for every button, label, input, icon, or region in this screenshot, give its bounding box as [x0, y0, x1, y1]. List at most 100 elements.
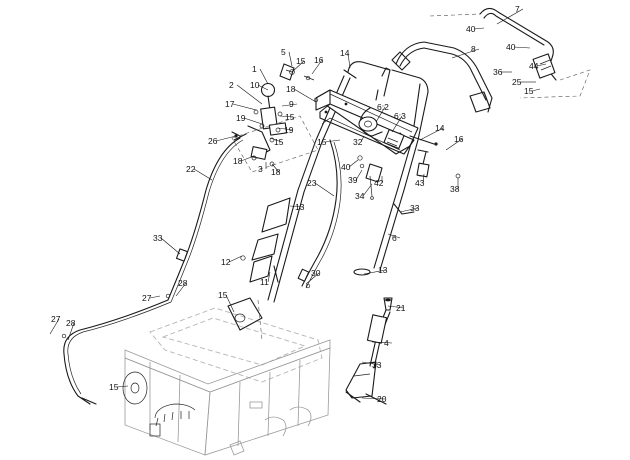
callout-label-c19b: 19	[284, 125, 294, 135]
callout-label-c40c: 40	[341, 162, 351, 172]
callout-label-c18a: 18	[286, 84, 296, 94]
callout-label-c21: 21	[396, 303, 406, 313]
callout-leader-c14a	[347, 52, 351, 69]
callout-leader-c5	[288, 51, 293, 67]
callout-label-c40a: 40	[466, 24, 476, 34]
callout-leader-c18a	[293, 88, 317, 103]
callout-leader-c21	[387, 305, 405, 309]
callout-label-c13b: 13	[378, 265, 388, 275]
callout-label-c15g: 15	[109, 382, 119, 392]
callout-leader-c15f	[225, 294, 235, 313]
callout-leader-c17	[232, 103, 257, 111]
callout-leader-c40c	[348, 159, 359, 168]
callout-label-c15c: 15	[285, 112, 295, 122]
callout-label-c2: 2	[229, 80, 234, 90]
callout-label-c27b: 27	[51, 314, 61, 324]
callout-label-c42: 42	[374, 178, 384, 188]
callout-leader-c14b	[419, 127, 444, 141]
callout-label-c12: 12	[221, 257, 231, 267]
callout-label-c33a: 33	[410, 203, 420, 213]
callout-leader-c26	[215, 135, 237, 142]
callout-leader-c28b	[67, 322, 75, 341]
callout-leader-c12	[228, 255, 243, 263]
callout-leader-c18b	[240, 155, 255, 162]
callout-leader-c27a	[149, 295, 161, 299]
callout-leader-c16a	[311, 59, 323, 75]
lower-left-tube	[227, 189, 305, 341]
mid-handle-8	[391, 41, 493, 113]
callout-label-c15d: 15	[274, 137, 284, 147]
callout-leader-c30	[305, 272, 320, 285]
callout-label-c19a: 19	[236, 113, 246, 123]
callout-label-c33c: 33	[372, 360, 382, 370]
callout-leader-c13b	[363, 269, 387, 275]
callout-label-c3: 3	[258, 164, 263, 174]
callout-leader-c6	[387, 233, 401, 239]
callout-label-c15b: 15	[296, 56, 306, 66]
mower-deck-body	[122, 307, 331, 456]
callout-leader-c15d	[269, 137, 283, 143]
callout-label-c17: 17	[225, 99, 235, 109]
callout-leader-c44	[536, 63, 547, 67]
callout-label-c30: 30	[311, 268, 321, 278]
callout-label-c11: 11	[260, 277, 269, 287]
callout-label-c34: 34	[355, 191, 365, 201]
callout-leader-c6_3	[391, 115, 403, 133]
left-lever-assembly	[231, 63, 319, 173]
callout-label-c13a: 13	[295, 202, 305, 212]
callout-label-c18b: 18	[233, 156, 243, 166]
callout-leader-c13a	[289, 205, 304, 208]
callout-leader-c19b	[277, 127, 293, 131]
callout-leader-c1	[259, 68, 269, 85]
callout-leader-c2	[236, 84, 263, 105]
callout-leader-c34	[362, 183, 373, 197]
callout-leader-c33a	[399, 207, 419, 213]
callout-label-c10: 10	[250, 80, 260, 90]
callout-label-c44: 44	[529, 61, 539, 71]
callout-leader-c19a	[243, 117, 263, 125]
callout-label-c32: 32	[353, 137, 363, 147]
callout-leader-c9	[281, 103, 298, 107]
callout-label-c33b: 33	[153, 233, 163, 243]
callout-label-c28b: 28	[66, 318, 76, 328]
callout-leader-c39	[355, 169, 363, 181]
callout-label-c5: 5	[281, 47, 286, 57]
callout-label-c28a: 28	[178, 278, 188, 288]
callout-label-c6_3: 6:3	[394, 111, 406, 121]
callout-leader-c7a	[496, 8, 524, 25]
callout-label-c15e: 15	[317, 137, 327, 147]
callout-leader-c15b	[291, 60, 305, 73]
cables	[61, 137, 342, 405]
callout-leader-c10	[257, 84, 269, 91]
callout-leader-c18c	[271, 163, 280, 173]
callout-leader-c33b	[160, 237, 181, 255]
callout-leader-c15e	[324, 139, 341, 143]
middle-hardware	[357, 155, 383, 200]
callout-label-c9: 9	[289, 99, 294, 109]
callout-leader-c20	[361, 397, 386, 400]
callout-leader-c32	[360, 135, 365, 143]
callout-leader-c6_2	[375, 106, 386, 123]
callout-label-c27a: 27	[142, 293, 152, 303]
lower-right-tube-6	[345, 149, 461, 405]
callout-leader-c28a	[175, 282, 187, 297]
callout-leader-c15c	[279, 115, 294, 118]
callout-label-c16b: 16	[454, 134, 464, 144]
callout-label-c25: 25	[512, 77, 522, 87]
callout-label-c1: 1	[252, 64, 257, 74]
callout-label-c43: 43	[415, 178, 425, 188]
callout-label-c8: 8	[471, 44, 476, 54]
callout-label-c14b: 14	[435, 123, 445, 133]
callout-leader-c16b	[445, 138, 463, 151]
callout-label-c22: 22	[186, 164, 196, 174]
callout-label-c20: 20	[377, 394, 387, 404]
callout-label-c7a: 7	[515, 4, 520, 14]
callout-label-c14a: 14	[340, 48, 350, 58]
callout-label-c39: 39	[348, 175, 358, 185]
callout-leader-c11	[267, 271, 271, 283]
callout-label-c6: 6	[392, 233, 397, 243]
callout-label-c26: 26	[208, 136, 218, 146]
